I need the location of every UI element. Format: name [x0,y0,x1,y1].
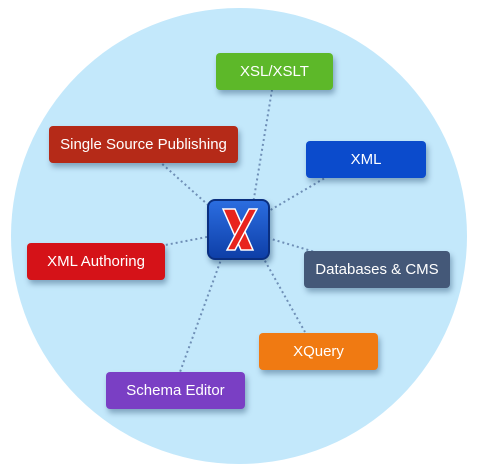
node-xquery: XQuery [259,333,378,370]
connector-xml [261,174,331,216]
node-xml-authoring: XML Authoring [27,243,165,280]
oxygen-x-logo-icon [207,199,270,260]
connector-xsl [251,89,273,211]
node-single-source-publishing: Single Source Publishing [49,126,238,163]
connector-xquery [259,251,306,333]
connector-schema [179,256,223,373]
connector-authoring [159,235,213,247]
connector-lines [159,89,336,373]
x-glyph-icon [221,208,259,251]
node-databases-cms: Databases & CMS [304,251,450,288]
node-xsl-xslt: XSL/XSLT [216,53,333,90]
node-schema-editor: Schema Editor [106,372,245,409]
node-xml: XML [306,141,426,178]
connector-db [267,237,336,259]
